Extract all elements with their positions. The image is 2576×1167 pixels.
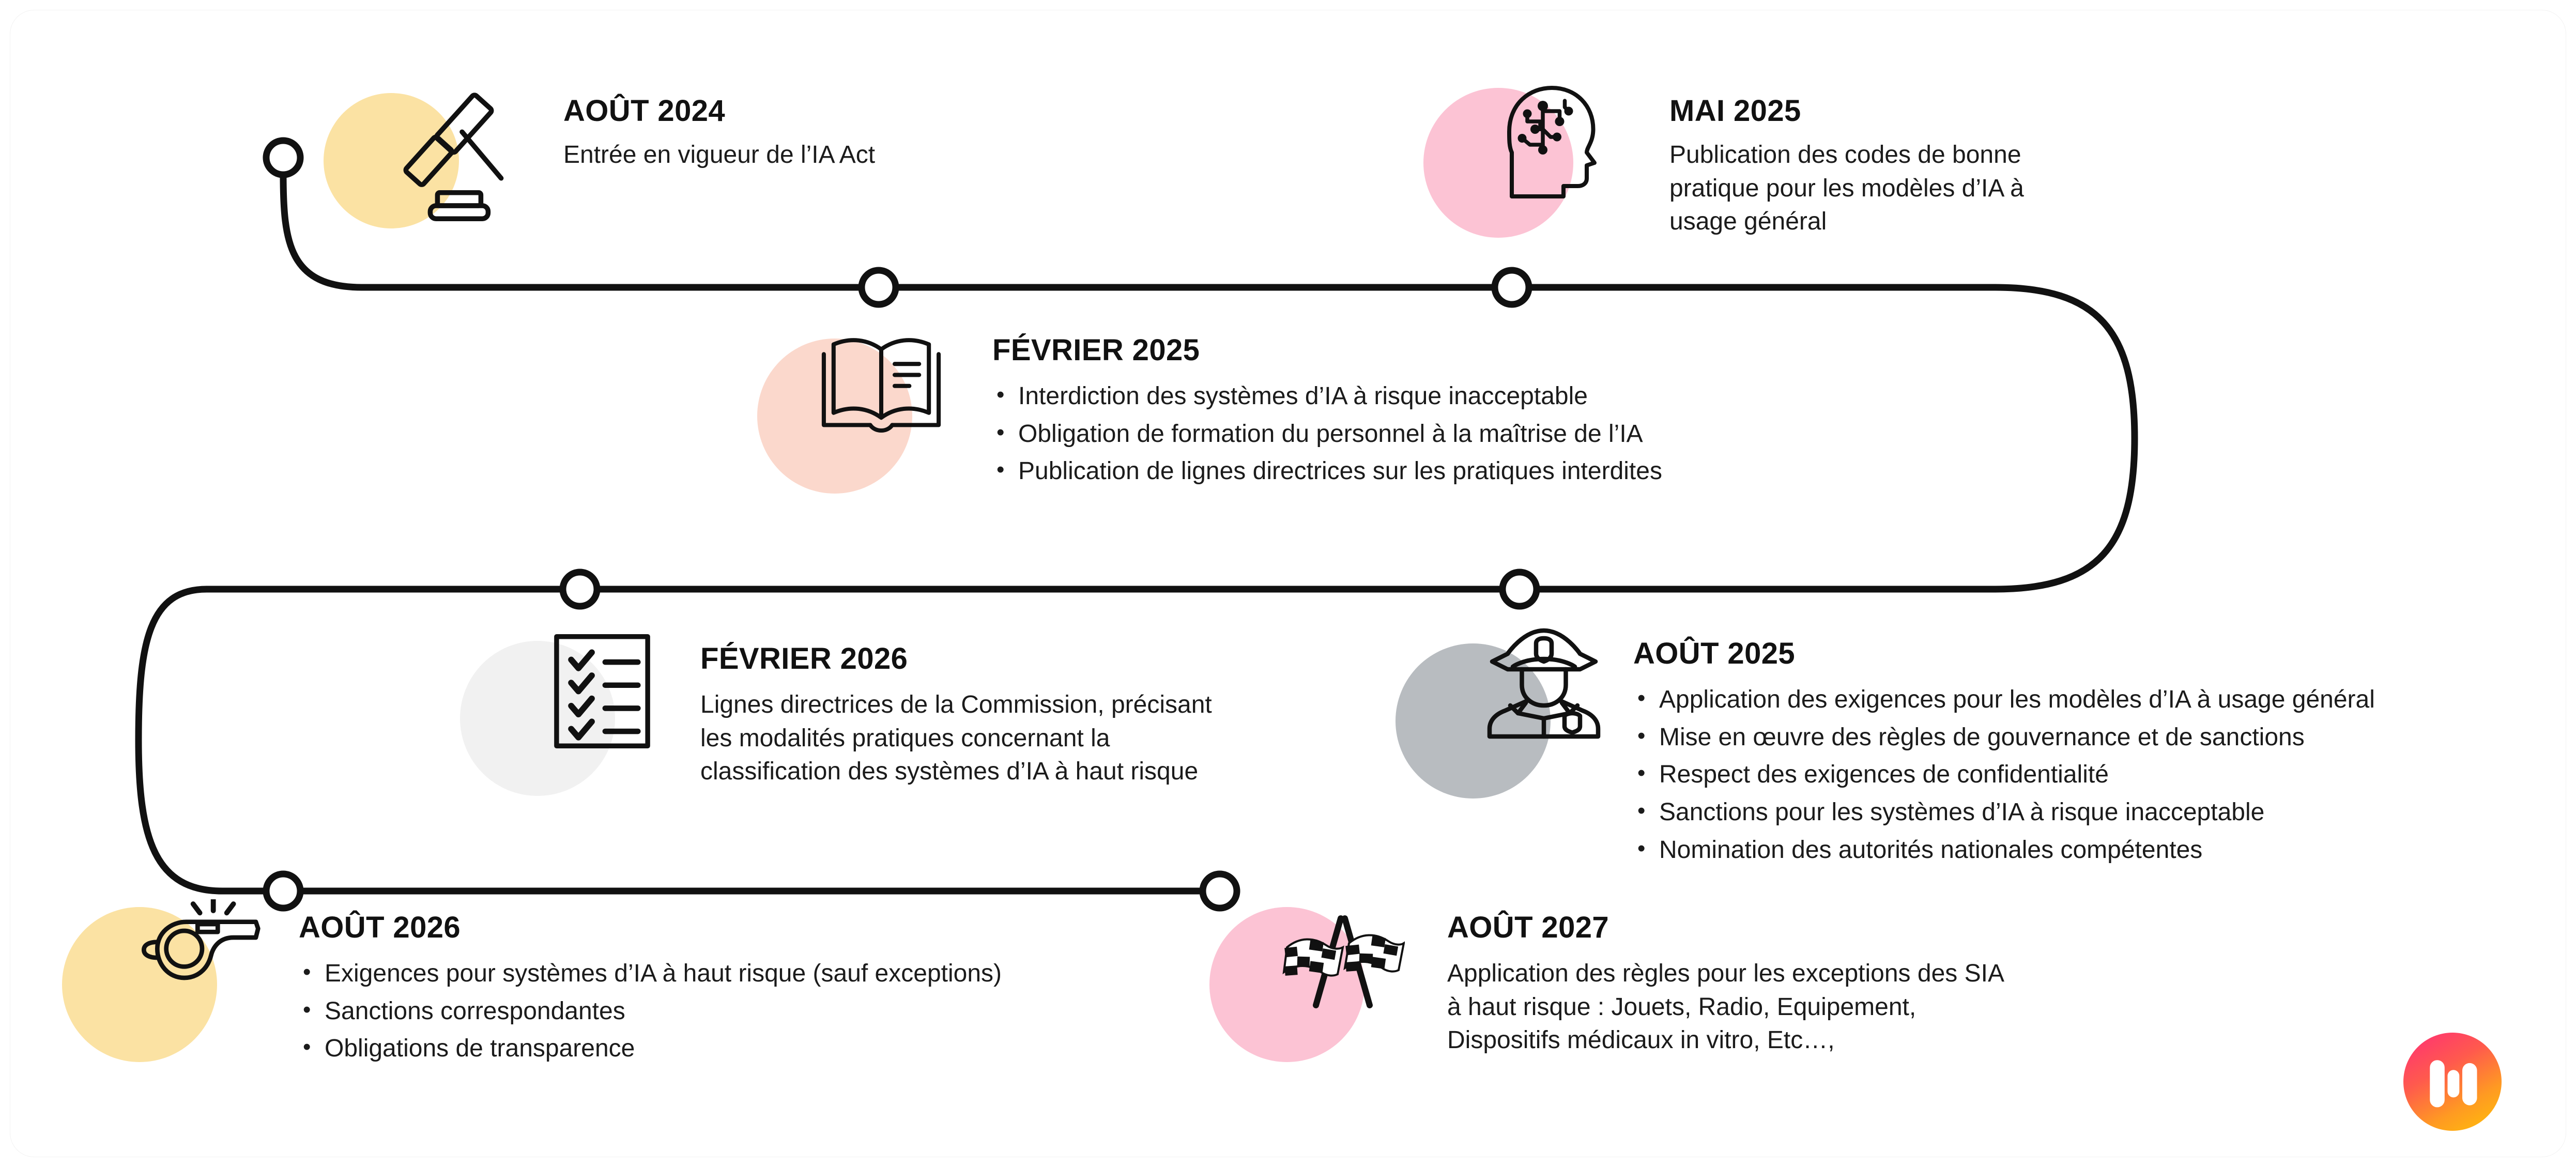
milestone-title: AOÛT 2025	[1633, 637, 1796, 670]
bullet-item: Sanctions pour les systèmes d’IA à risqu…	[1633, 795, 2375, 830]
milestone-aout-2026: AOÛT 2026 Exigences pour systèmes d’IA à…	[299, 912, 1002, 1070]
bullet-item: Sanctions correspondantes	[299, 994, 1002, 1028]
milestone-body-line: à haut risque : Jouets, Radio, Equipemen…	[1447, 993, 1916, 1021]
milestone-aout-2024: AOÛT 2024 Entrée en vigueur de l’IA Act	[563, 94, 875, 172]
bullet-item: Interdiction des systèmes d’IA à risque …	[992, 379, 1662, 413]
milestone-body-line: les modalités pratiques concernant la	[700, 724, 1110, 752]
milestone-body-line: classification des systèmes d’IA à haut …	[700, 758, 1199, 786]
milestone-body: Entrée en vigueur de l’IA Act	[563, 139, 875, 172]
milestone-body-line: usage général	[1669, 208, 1827, 236]
ai-head-icon	[1483, 72, 1613, 202]
brand-logo-mark	[2430, 1060, 2477, 1108]
milestone-body-line: Publication des codes de bonne	[1669, 141, 2021, 168]
milestone-title: FÉVRIER 2025	[992, 333, 1200, 367]
brand-logo[interactable]	[2403, 1033, 2502, 1131]
milestone-title: AOÛT 2027	[1447, 911, 1609, 944]
milestone-title: AOÛT 2026	[299, 911, 461, 944]
milestone-body-line: Lignes directrices de la Commission, pré…	[700, 690, 1212, 718]
bullet-item: Nomination des autorités nationales comp…	[1633, 833, 2375, 867]
milestone-aout-2025: AOÛT 2025 Application des exigences pour…	[1633, 638, 2375, 871]
bullet-item: Exigences pour systèmes d’IA à haut risq…	[299, 957, 1002, 991]
milestone-body-line: pratique pour les modèles d’IA à	[1669, 174, 2024, 202]
police-officer-icon	[1479, 623, 1608, 742]
milestone-bullets: Exigences pour systèmes d’IA à haut risq…	[299, 957, 1002, 1066]
bullet-item: Mise en œuvre des règles de gouvernance …	[1633, 720, 2375, 755]
milestone-bullets: Interdiction des systèmes d’IA à risque …	[992, 379, 1662, 488]
milestone-body-line: Application des règles pour les exceptio…	[1447, 959, 2004, 987]
milestone-bullets: Application des exigences pour les modèl…	[1633, 683, 2375, 867]
milestone-mai-2025: MAI 2025 Publication des codes de bonne …	[1669, 94, 2024, 239]
milestone-title: MAI 2025	[1669, 94, 1801, 128]
milestone-aout-2027: AOÛT 2027 Application des règles pour le…	[1447, 912, 2004, 1057]
gavel-icon	[382, 83, 527, 227]
bullet-item: Application des exigences pour les modèl…	[1633, 683, 2375, 717]
blob-fevrier-2026	[460, 641, 615, 796]
whistle-icon	[128, 897, 263, 1003]
milestone-fevrier-2026: FÉVRIER 2026 Lignes directrices de la Co…	[700, 643, 1212, 789]
milestone-title: AOÛT 2024	[563, 94, 726, 128]
milestone-body-line: Entrée en vigueur de l’IA Act	[563, 141, 876, 168]
milestone-title: FÉVRIER 2026	[700, 642, 908, 675]
milestone-body-line: Dispositifs médicaux in vitro, Etc…,	[1447, 1026, 1835, 1054]
bullet-item: Respect des exigences de confidentialité	[1633, 758, 2375, 792]
checklist-icon	[550, 631, 654, 752]
bullet-item: Obligations de transparence	[299, 1032, 1002, 1066]
open-book-icon	[814, 331, 948, 450]
bullet-item: Publication de lignes directrices sur le…	[992, 454, 1662, 488]
milestone-body: Publication des codes de bonne pratique …	[1669, 139, 2024, 239]
milestone-body: Application des règles pour les exceptio…	[1447, 957, 2004, 1057]
milestone-body: Lignes directrices de la Commission, pré…	[700, 688, 1212, 789]
bullet-item: Obligation de formation du personnel à l…	[992, 417, 1662, 451]
checkered-flags-icon	[1281, 912, 1405, 1016]
milestone-fevrier-2025: FÉVRIER 2025 Interdiction des systèmes d…	[992, 333, 1662, 493]
